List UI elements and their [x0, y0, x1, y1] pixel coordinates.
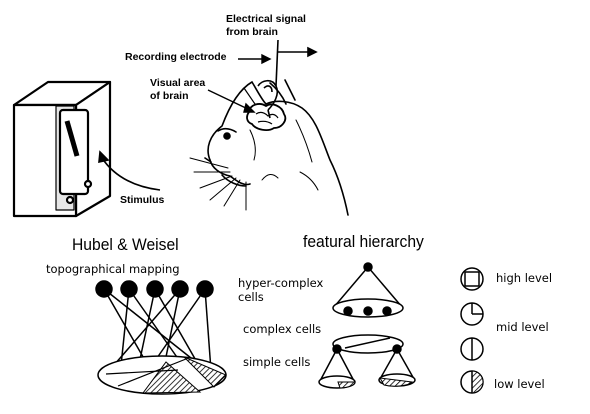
receptive-cell — [171, 280, 189, 298]
visual-area-label-line2: of brain — [150, 90, 189, 102]
visual-area-brain — [246, 103, 287, 131]
recording-electrode — [257, 39, 318, 119]
electrical-signal-label-line2: from brain — [226, 26, 278, 38]
cat-head — [189, 79, 349, 216]
hyper-complex-label: hyper-complex — [238, 276, 324, 290]
visual-area-label: Visual area — [150, 77, 206, 89]
bar-stimulus — [64, 120, 80, 157]
featural-hierarchy-title: featural hierarchy — [303, 232, 424, 251]
electrical-signal-label: Electrical signal — [226, 13, 306, 25]
monitor-knob — [65, 195, 75, 205]
simple-cells-label: simple cells — [243, 355, 311, 369]
stimulus-arrow — [98, 150, 161, 191]
monitor — [12, 80, 112, 218]
topographic-mapping-diagram — [95, 280, 227, 395]
hyper-complex-label-line2: cells — [238, 290, 264, 304]
hubel-weisel-title: Hubel & Weisel — [72, 235, 179, 254]
high-level-label: high level — [496, 271, 553, 285]
receptive-cell — [120, 280, 138, 298]
recording-electrode-label: Recording electrode — [125, 51, 227, 63]
receptive-cell — [196, 280, 214, 298]
topographical-mapping-label: topographical mapping — [46, 262, 180, 276]
stimulus-label: Stimulus — [120, 194, 165, 206]
split-circle-icon — [460, 370, 484, 394]
label-pointers — [207, 53, 272, 113]
quarter-circle-icon — [460, 302, 484, 326]
receptive-cell — [95, 280, 113, 298]
half-circle-icon — [460, 337, 484, 361]
low-level-label: low level — [494, 377, 545, 391]
complex-cells-label: complex cells — [243, 322, 322, 336]
monitor-knob — [83, 179, 93, 189]
level-icons — [460, 267, 484, 394]
mid-level-label: mid level — [496, 320, 549, 334]
visual-area-pointer — [207, 89, 251, 111]
receptive-cell — [146, 280, 164, 298]
square-in-circle-icon — [460, 267, 484, 291]
featural-hierarchy-diagram — [318, 262, 416, 389]
